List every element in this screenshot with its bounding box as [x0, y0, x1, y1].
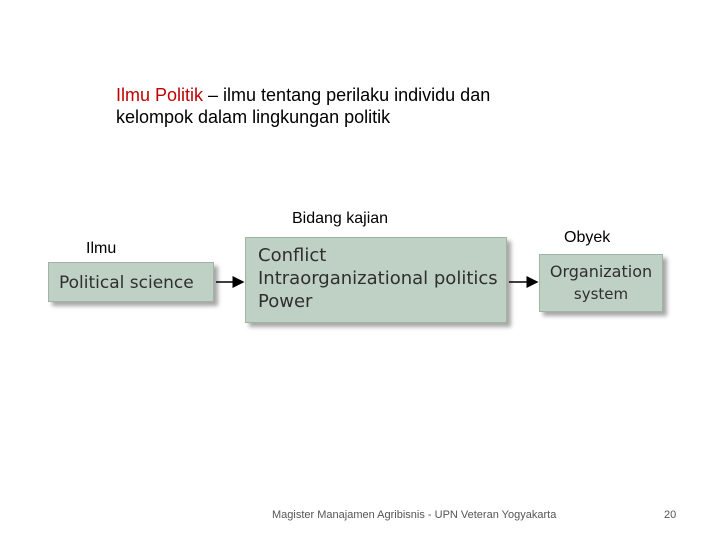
field-intraorganizational-politics: Intraorganizational politics: [258, 268, 498, 289]
object-organization: Organization: [549, 262, 653, 281]
political-science-text: Political science: [59, 273, 194, 293]
heading-definition-line2: kelompok dalam lingkungan politik: [116, 107, 391, 127]
heading-term: Ilmu Politik: [116, 85, 204, 105]
field-conflict: Conflict: [258, 245, 327, 266]
fields-box: Conflict Intraorganizational politics Po…: [245, 237, 507, 323]
label-obyek: Obyek: [564, 229, 611, 246]
political-science-box: Political science: [48, 262, 214, 302]
heading-definition-line1: – ilmu tentang perilaku individu dan: [203, 85, 491, 105]
field-power: Power: [258, 291, 313, 312]
object-box: Organization system: [539, 254, 663, 312]
footer-text: Magister Manajamen Agribisnis - UPN Vete…: [272, 509, 557, 521]
page-number: 20: [664, 509, 677, 521]
label-bidang-kajian: Bidang kajian: [292, 210, 389, 227]
label-ilmu: Ilmu: [86, 240, 117, 257]
definition-heading: Ilmu Politik – ilmu tentang perilaku ind…: [116, 84, 576, 128]
object-system: system: [573, 285, 629, 303]
